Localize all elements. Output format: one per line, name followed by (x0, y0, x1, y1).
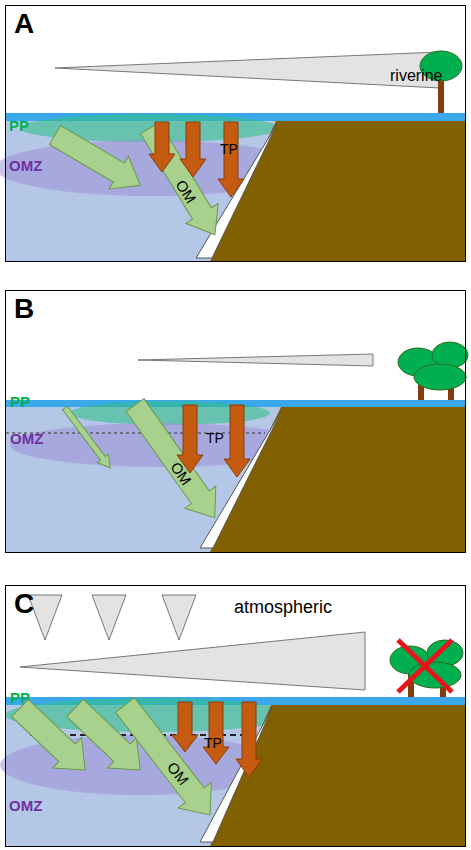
tp-arrow (203, 702, 229, 764)
atmospheric-wedge (162, 595, 196, 640)
panel-frame: CatmosphericPP OMZ TP OM (5, 585, 466, 847)
zone-label: PP (10, 690, 30, 705)
flux-label: TP (204, 736, 222, 750)
flux-label: OM (173, 177, 199, 205)
tp-arrow (218, 122, 244, 197)
panel-frame: AriverinePP OMZ TP OM (5, 5, 466, 262)
zone-label: OMZ (9, 158, 42, 173)
zone-label: PP (10, 394, 30, 409)
om-arrow (134, 118, 231, 245)
sediment-wedge (196, 124, 277, 258)
panel-frame: B PP OMZ TP OM (5, 290, 466, 553)
zone-label: OMZ (10, 431, 43, 446)
zone-label: PP (9, 118, 29, 133)
flux-label: TP (206, 431, 224, 445)
tp-arrow (149, 122, 175, 172)
riverine-wedge (20, 632, 365, 690)
deforestation-cross (398, 640, 452, 692)
water (6, 400, 465, 552)
atmospheric-wedge (92, 595, 126, 640)
tp-arrow (180, 122, 206, 177)
tp-arrow (236, 702, 262, 777)
om-arrow (59, 404, 115, 472)
riverine-wedge (55, 52, 440, 88)
tp-arrow (224, 405, 250, 477)
source-label: riverine (390, 68, 442, 84)
oxycline-line (6, 433, 265, 434)
land (210, 121, 466, 262)
flux-label: OM (165, 759, 192, 787)
source-label: atmospheric (234, 598, 332, 616)
tp-arrow (172, 702, 198, 752)
panel-a-art (0, 51, 466, 262)
tree-canopy (414, 364, 466, 390)
flux-label: TP (220, 142, 238, 156)
panel-letter: B (14, 295, 34, 323)
panel-letter: C (14, 590, 34, 618)
panel-b-art (6, 342, 468, 552)
flux-label: OM (168, 459, 194, 487)
zone-label: OMZ (9, 798, 42, 813)
panel-c-art (0, 595, 466, 846)
land (210, 407, 466, 552)
deforestation-cross (398, 640, 452, 692)
panel-letter: A (14, 10, 34, 38)
riverine-wedge (138, 354, 373, 366)
om-arrow (45, 119, 150, 202)
om-arrow (119, 394, 230, 529)
